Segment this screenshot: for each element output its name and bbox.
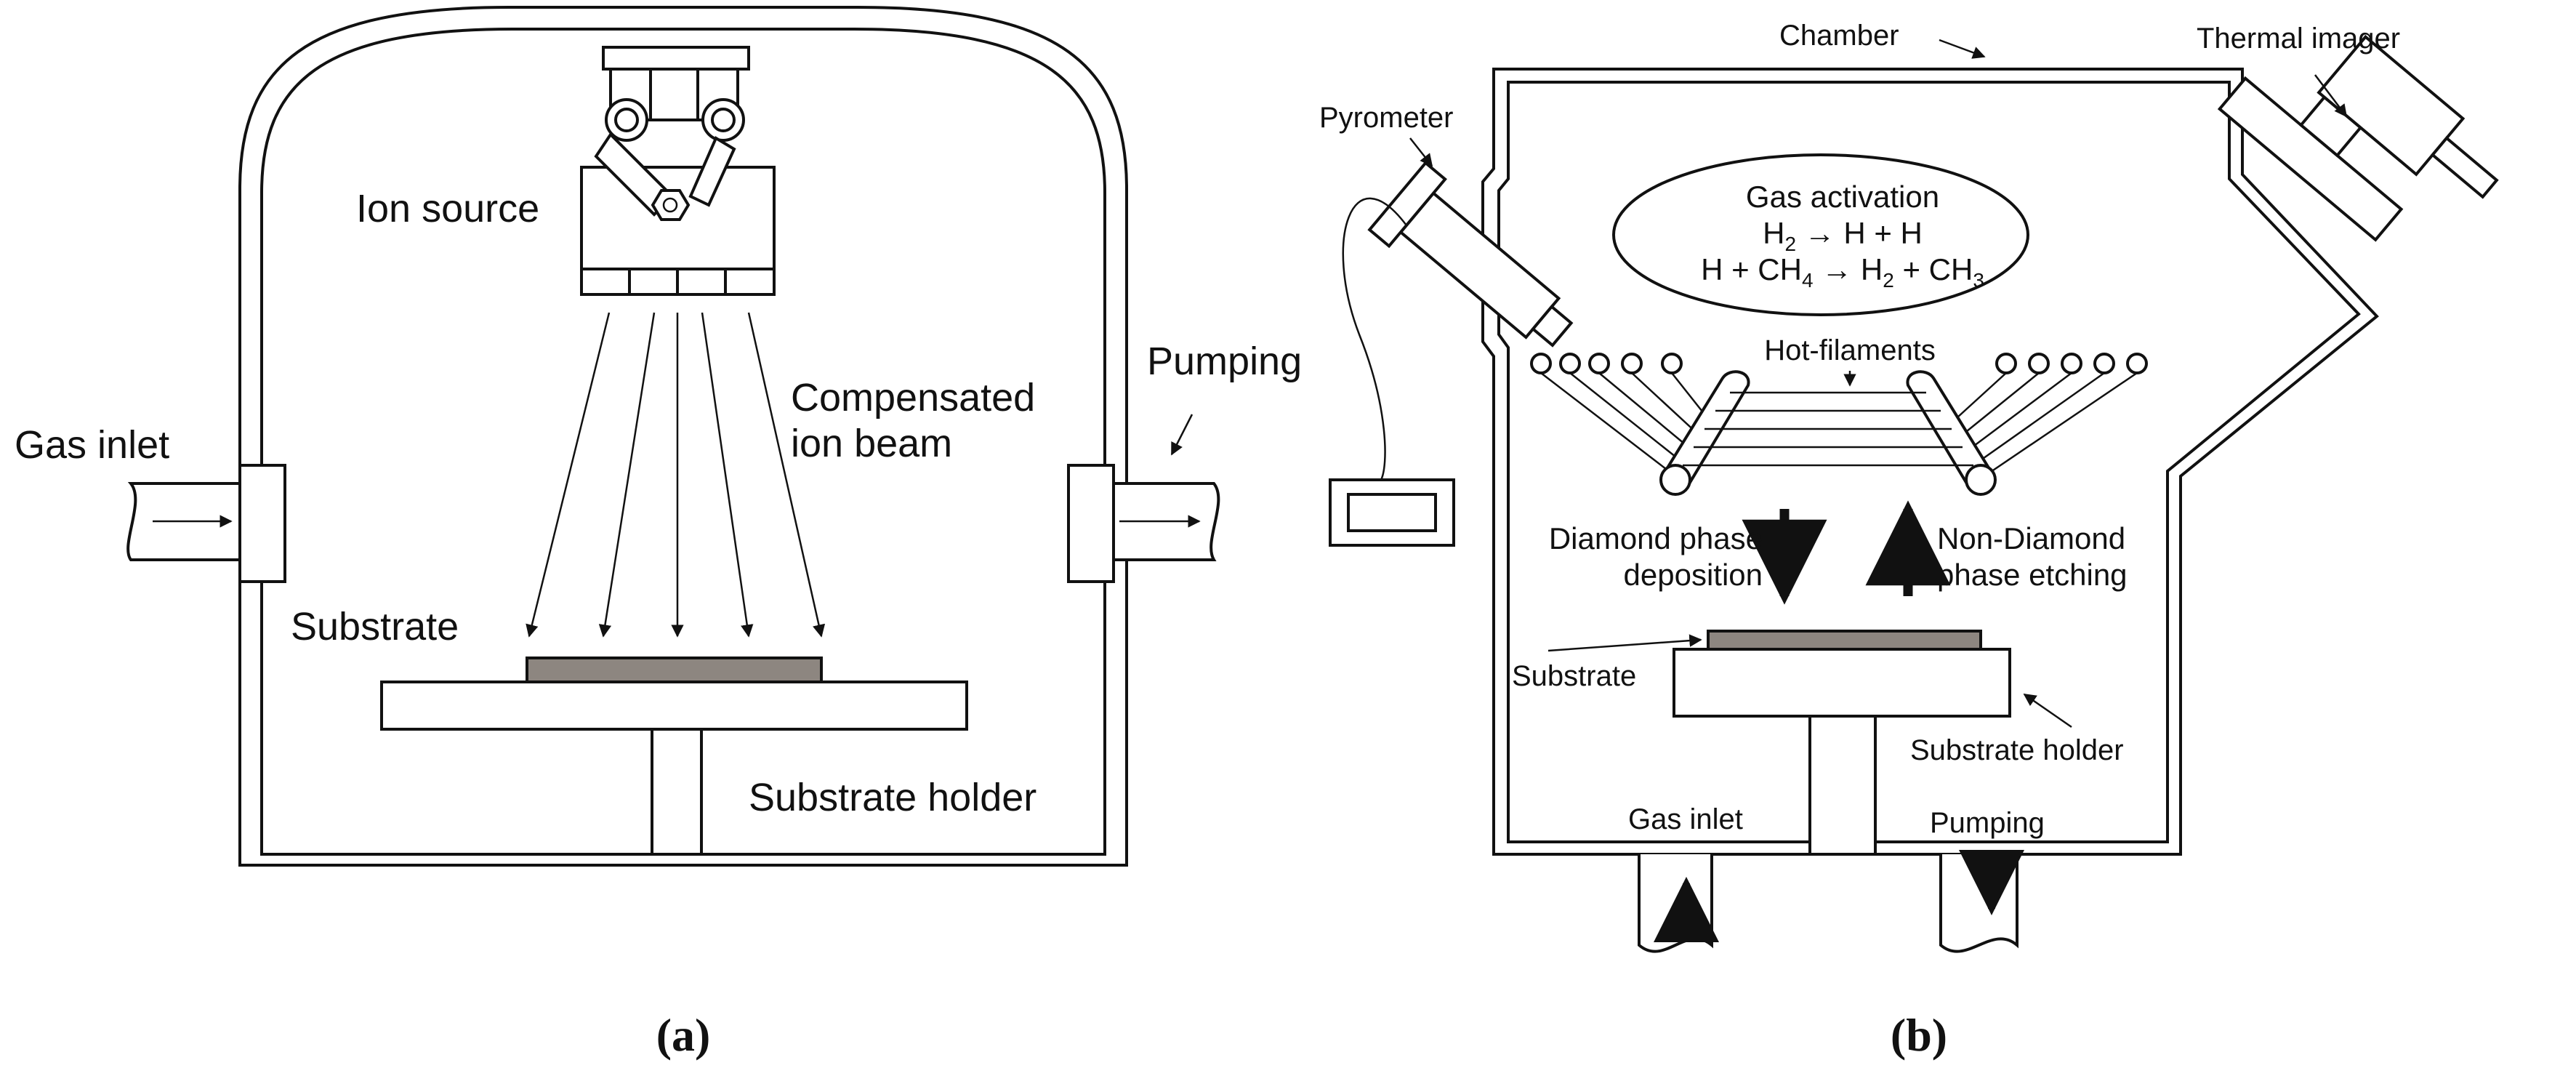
chamber-a-inner-wall [260,28,1106,856]
thermal-imager-pointer [2314,74,2348,118]
deposition-label: deposition [1624,558,1763,592]
substrate-holder-b-label: Substrate holder [1910,734,2124,766]
substrate-holder-b-plate [1673,648,2011,718]
ion-beam-ray-4 [701,312,754,638]
substrate-a-label: Substrate [291,605,459,649]
caption-b: (b) [1891,1009,1947,1061]
chamber-b-inner-wall [1497,81,2361,843]
thermal-imager [2217,34,2499,242]
ion-beam-label: ion beam [791,422,952,465]
pumping-b-label: Pumping [1930,807,2045,839]
panel-b: Chamber Thermal imager Pyrometer Gas act… [1319,20,2499,1061]
ion-source-label: Ion source [356,187,539,230]
pumping-port-b [1939,850,2024,953]
etching-label: phase etching [1937,558,2128,592]
substrate-b-label: Substrate [1512,660,1636,692]
substrate-holder-b-stem [1808,715,1877,856]
chamber-a-outer-wall [238,6,1128,867]
pyrometer [1329,161,1574,547]
gas-activation-label: Gas activation [1746,180,1939,214]
diamond-phase-label: Diamond phase [1549,521,1763,555]
substrate-holder-a-plate [380,680,968,731]
gas-inlet-port-b [1638,854,1719,953]
pyrometer-pointer [1409,137,1433,167]
substrate-a [526,657,823,683]
ion-beam-ray-5 [747,312,826,638]
reaction-1: H2 → H + H [1763,216,1923,255]
substrate-holder-a-stem [651,728,703,856]
chamber-pointer [1939,39,1986,59]
chamber-b-outer-wall [1481,68,2379,856]
reaction-2: H + CH4 → H2 + CH3 [1701,252,1984,292]
ion-beam-ray-1 [526,312,611,638]
ion-beam [526,312,826,638]
substrate-b [1707,630,1982,651]
pumping-port-a [1067,464,1220,583]
pumping-a-label: Pumping [1147,340,1302,383]
non-diamond-label: Non-Diamond [1937,521,2125,555]
gas-inlet-b-label: Gas inlet [1628,803,1743,835]
ion-beam-ray-2 [598,312,656,638]
chamber-label: Chamber [1779,20,1899,52]
compensated-label: Compensated [791,376,1035,419]
substrate-holder-b-pointer [2023,693,2072,728]
hot-filaments [1530,353,2148,496]
hot-filaments-label: Hot-filaments [1764,334,1936,366]
substrate-holder-a-label: Substrate holder [749,776,1037,819]
gas-inlet-port-a [126,464,286,583]
thermal-imager-label: Thermal imager [2197,23,2400,55]
gas-activation-zone [1612,153,2029,316]
pumping-pointer-a [1170,414,1194,456]
panel-a: Ion source Compensated ion beam Gas inle… [15,6,1302,1061]
gas-inlet-a-label: Gas inlet [15,423,169,467]
ion-source-assembly [580,46,776,296]
caption-a: (a) [656,1009,711,1061]
substrate-b-pointer [1547,634,1702,652]
pyrometer-label: Pyrometer [1319,102,1454,134]
